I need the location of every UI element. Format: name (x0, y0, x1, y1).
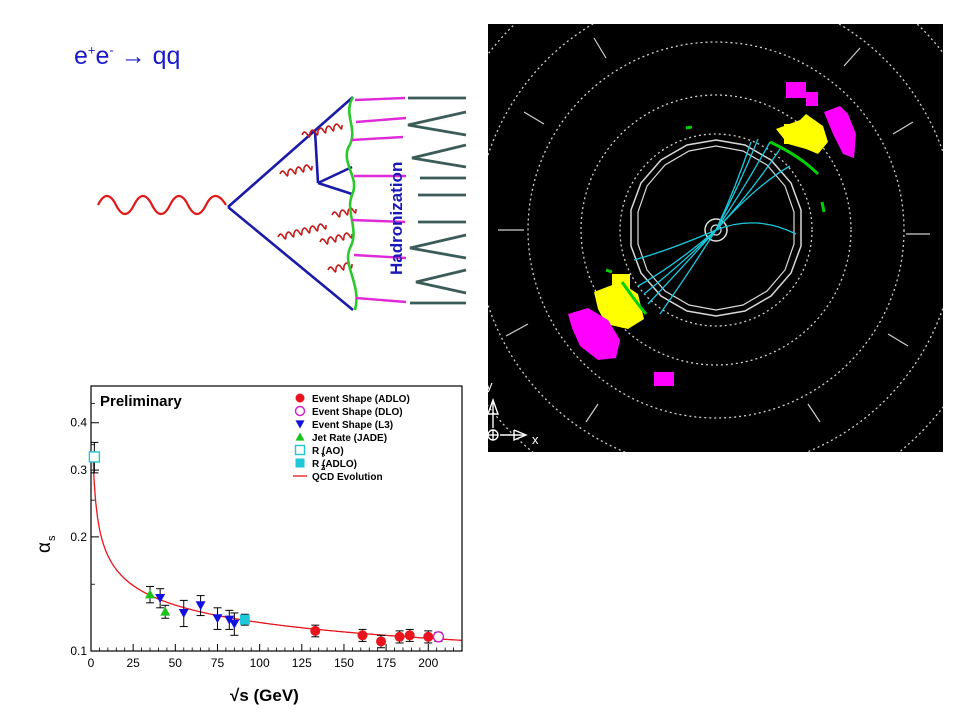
axis-y-label: y (488, 378, 493, 393)
reaction-equation: e+e- → qq (74, 42, 180, 71)
hadron-calorimeter (568, 82, 856, 386)
data-point-triangle-down (155, 593, 166, 603)
reaction-mid: e (95, 42, 110, 70)
legend-label: QCD Evolution (312, 472, 383, 483)
reaction-sup-plus: + (87, 42, 96, 58)
data-point-open-square (88, 451, 101, 463)
data-point-triangle-down (224, 615, 235, 625)
event-background (488, 24, 943, 452)
y-axis-label: α s (34, 535, 58, 553)
data-point-triangle-up (295, 432, 305, 441)
plot-frame (90, 385, 463, 652)
legend-subscript: τ (321, 452, 325, 459)
hadronization-label: Hadronization (387, 162, 406, 275)
legend-label: R (ADLO) (312, 459, 357, 470)
reaction-rhs: → qq (113, 42, 181, 70)
x-tick-label: 150 (334, 656, 354, 670)
data-point-triangle-down (295, 420, 305, 429)
data-point-square (239, 614, 250, 625)
data-point-triangle-up (145, 589, 156, 599)
y-tick-label: 0.3 (70, 463, 87, 477)
data-point-circle (357, 630, 368, 641)
legend-label: Event Shape (DLO) (312, 407, 403, 418)
alpha-s-chart: 0 25 50 75 100 125 150 175 200 0.1 0.2 0.3 0.4 Prel… (34, 385, 463, 705)
x-tick-labels: 0 25 50 75 100 125 150 175 200 (88, 656, 439, 670)
data-point-triangle-down (195, 601, 206, 611)
data-point-square (295, 458, 305, 468)
data-point-circle (310, 625, 321, 636)
event-display: y x (488, 24, 943, 452)
data-point-open-circle (432, 631, 445, 643)
muon-chamber-hits (605, 125, 826, 315)
legend: Event Shape (ADLO) Event Shape (DLO) Event… (293, 393, 410, 483)
legend-subscript: Z (321, 465, 326, 472)
data-points (88, 441, 445, 649)
legend-label: Event Shape (L3) (312, 420, 393, 431)
tracking-chamber-inner (637, 145, 795, 311)
outer-detector-rings (488, 24, 943, 452)
particle-tracks (633, 138, 797, 315)
axis-indicator (488, 397, 528, 442)
data-point-open-square (294, 444, 306, 456)
photon-line (97, 194, 227, 216)
data-point-circle (295, 393, 305, 403)
reaction-sup-minus: - (109, 42, 114, 58)
hadronization-boundary (345, 96, 358, 311)
beam-pipe-inner (710, 224, 722, 236)
data-point-triangle-down (212, 614, 223, 624)
beam-pipe-outer (704, 218, 728, 242)
data-point-triangle-up (160, 606, 171, 616)
y-axis-label-sub: s (46, 535, 58, 541)
x-tick-label: 0 (88, 656, 95, 670)
qcd-evolution-curve (92, 458, 462, 641)
legend-label: Event Shape (ADLO) (312, 394, 410, 405)
chart-title: Preliminary (100, 393, 182, 410)
y-axis-label-main: α (34, 542, 55, 553)
y-tick-label: 0.2 (70, 530, 87, 544)
quark-lines (227, 96, 354, 312)
x-tick-label: 75 (211, 656, 225, 670)
legend-label: R (AO) (312, 446, 344, 457)
y-tick-labels: 0.1 0.2 0.3 0.4 (70, 416, 87, 658)
feynman-diagram: Hadronization (97, 96, 467, 312)
x-tick-label: 125 (292, 656, 312, 670)
axis-x-label: x (532, 432, 539, 447)
tick-marks (90, 402, 454, 652)
data-point-triangle-down (178, 608, 189, 618)
data-point-circle (423, 631, 434, 642)
x-tick-label: 25 (126, 656, 140, 670)
x-axis-label: √s (GeV) (230, 686, 299, 705)
x-tick-label: 100 (250, 656, 270, 670)
data-point-open-circle (294, 405, 306, 417)
y-tick-label: 0.1 (70, 644, 87, 658)
data-point-circle (394, 631, 405, 642)
tracking-chamber-outer (630, 139, 802, 317)
x-tick-label: 200 (418, 656, 438, 670)
data-point-triangle-down (229, 619, 240, 629)
x-tick-label: 175 (376, 656, 396, 670)
reaction-lhs: e (74, 42, 88, 70)
hadron-lines-magenta (351, 96, 407, 304)
data-point-circle (376, 636, 387, 647)
legend-label: Jet Rate (JADE) (312, 433, 387, 444)
hadron-lines-gray (407, 96, 467, 305)
data-point-circle (404, 630, 415, 641)
x-tick-label: 50 (169, 656, 183, 670)
muon-chamber-ticks (498, 37, 930, 423)
y-tick-label: 0.4 (70, 416, 87, 430)
